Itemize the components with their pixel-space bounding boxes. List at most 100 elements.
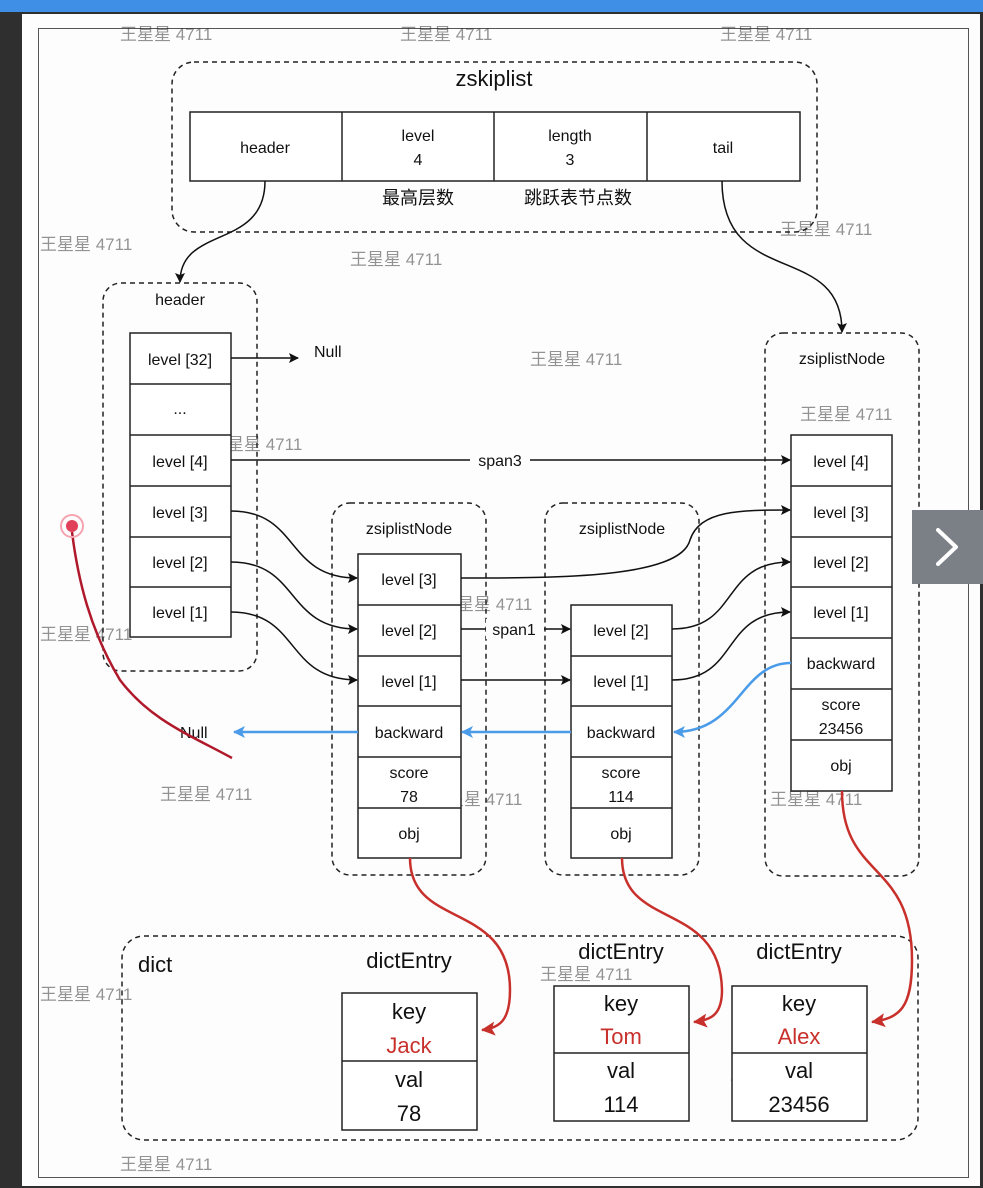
dict-entry-alex: dictEntry key Alex val 23456 — [731, 939, 868, 1122]
node1-backward: backward — [375, 725, 443, 742]
dict-entry-tom: dictEntry key Tom val 114 — [553, 939, 690, 1122]
skiplist-node-78: zsiplistNode level [3] level [2] level [… — [331, 502, 487, 876]
next-slide-button[interactable] — [912, 510, 983, 584]
node3-level-3: level [3] — [813, 505, 868, 522]
dict-entry-jack: dictEntry key Jack val 78 — [341, 948, 478, 1131]
header-level-1: level [1] — [152, 605, 207, 622]
node3-obj-arrow — [840, 790, 914, 1028]
dict-title: dict — [138, 952, 172, 977]
dict-entry-2-key: Tom — [600, 1024, 642, 1049]
node1-score-label: score — [389, 765, 428, 782]
svg-text:王星星 4711: 王星星 4711 — [540, 965, 632, 984]
dict-entry-1-val: 78 — [397, 1101, 421, 1126]
svg-text:王星星 4711: 王星星 4711 — [40, 625, 132, 644]
node2-obj-arrow — [620, 857, 724, 1028]
node2-l2-to-node3-arrow — [671, 557, 791, 630]
header-level-ellipsis: ... — [173, 401, 186, 418]
dict-entry-2-val: 114 — [603, 1092, 638, 1117]
node3-backward-arrow — [673, 661, 792, 738]
svg-text:王星星 4711: 王星星 4711 — [770, 790, 862, 809]
zskiplist-level-value: 4 — [414, 152, 423, 169]
svg-text:王星星 4711: 王星星 4711 — [120, 1155, 212, 1174]
node3-score: 23456 — [819, 721, 864, 738]
node1-level-3: level [3] — [381, 572, 436, 589]
diagram-frame — [38, 28, 969, 1178]
svg-text:王星星 4711: 王星星 4711 — [720, 25, 812, 44]
dict-entry-3-val: 23456 — [768, 1092, 829, 1117]
span3-label: span3 — [478, 453, 522, 470]
svg-text:王星星 4711: 王星星 4711 — [210, 435, 302, 454]
dict-entry-3-title: dictEntry — [756, 939, 842, 964]
length-note: 跳跃表节点数 — [524, 188, 632, 208]
header-level-32: level [32] — [148, 352, 212, 369]
node3-score-label: score — [821, 697, 860, 714]
dict-entry-3-val-label: val — [785, 1058, 813, 1083]
svg-text:王星星 4711: 王星星 4711 — [160, 785, 252, 804]
node2-level-2: level [2] — [593, 623, 648, 640]
dict-entry-2-title: dictEntry — [578, 939, 664, 964]
zskiplist-title: zskiplist — [455, 66, 532, 91]
node3-backward: backward — [807, 656, 875, 673]
skiplist-node-23456: zsiplistNode level [4] level [3] level [… — [764, 332, 920, 877]
dict-container: dict — [121, 935, 919, 1141]
node1-level-2: level [2] — [381, 623, 436, 640]
span1-label: span1 — [492, 622, 536, 639]
dict-entry-3-key-label: key — [782, 991, 816, 1016]
svg-text:王星星 4711: 王星星 4711 — [40, 235, 132, 254]
node1-score: 78 — [400, 789, 418, 806]
node1-l3-to-node3-arrow — [460, 505, 791, 579]
chevron-right-icon — [936, 528, 958, 566]
zskiplist-length-label: length — [548, 128, 592, 145]
node3-title: zsiplistNode — [799, 351, 885, 368]
dict-entry-2-key-label: key — [604, 991, 638, 1016]
dict-entry-1-key: Jack — [386, 1033, 432, 1058]
obj-pointers — [408, 790, 914, 1036]
node2-l1-to-node3-arrow — [671, 607, 791, 681]
node2-score-label: score — [601, 765, 640, 782]
zskiplist-level-label: level — [402, 128, 435, 145]
header-level-3: level [3] — [152, 505, 207, 522]
header-level-2: level [2] — [152, 555, 207, 572]
node1-obj: obj — [398, 826, 419, 843]
svg-text:王星星 4711: 王星星 4711 — [530, 350, 622, 369]
dict-entry-2-val-label: val — [607, 1058, 635, 1083]
node3-obj: obj — [830, 758, 851, 775]
node1-level-1: level [1] — [381, 674, 436, 691]
node1-obj-arrow — [408, 857, 512, 1036]
svg-text:王星星 4711: 王星星 4711 — [40, 985, 132, 1004]
node2-title: zsiplistNode — [579, 521, 665, 538]
header-node-title: header — [155, 292, 205, 309]
zskiplist-length-value: 3 — [566, 152, 575, 169]
pointer-dot — [66, 520, 78, 532]
dict-entry-1-title: dictEntry — [366, 948, 452, 973]
zskiplist-tail-cell: tail — [713, 140, 733, 157]
header-pointer-arrow — [175, 180, 266, 283]
header-l3-to-node1-arrow — [230, 510, 358, 583]
backward-pointers — [233, 661, 792, 738]
svg-text:王星星 4711: 王星星 4711 — [800, 405, 892, 424]
header-l1-to-node1-arrow — [230, 611, 358, 685]
node3-level-2: level [2] — [813, 555, 868, 572]
dict-entry-1-key-label: key — [392, 999, 426, 1024]
node3-level-4: level [4] — [813, 454, 868, 471]
svg-text:王星星 4711: 王星星 4711 — [350, 250, 442, 269]
header-node: header level [32] ... level [4] level [3… — [102, 282, 258, 672]
node2-obj: obj — [610, 826, 631, 843]
header-level-4: level [4] — [152, 454, 207, 471]
node2-score: 114 — [608, 789, 634, 806]
zskiplist-struct: zskiplist header level 4 length 3 tail 最… — [171, 61, 818, 233]
svg-text:王星星 4711: 王星星 4711 — [780, 220, 872, 239]
tail-pointer-arrow — [721, 180, 847, 333]
zskiplist-header-cell: header — [240, 140, 290, 157]
header-l2-to-node1-arrow — [230, 561, 358, 634]
node2-level-1: level [1] — [593, 674, 648, 691]
level32-null-label: Null — [314, 344, 342, 361]
hand-annotation — [60, 514, 233, 760]
dict-entry-1-val-label: val — [395, 1067, 423, 1092]
level-note: 最高层数 — [382, 188, 454, 208]
node3-level-1: level [1] — [813, 605, 868, 622]
backward-null-label: Null — [180, 725, 208, 742]
node1-title: zsiplistNode — [366, 521, 452, 538]
dict-entry-3-key: Alex — [778, 1024, 821, 1049]
